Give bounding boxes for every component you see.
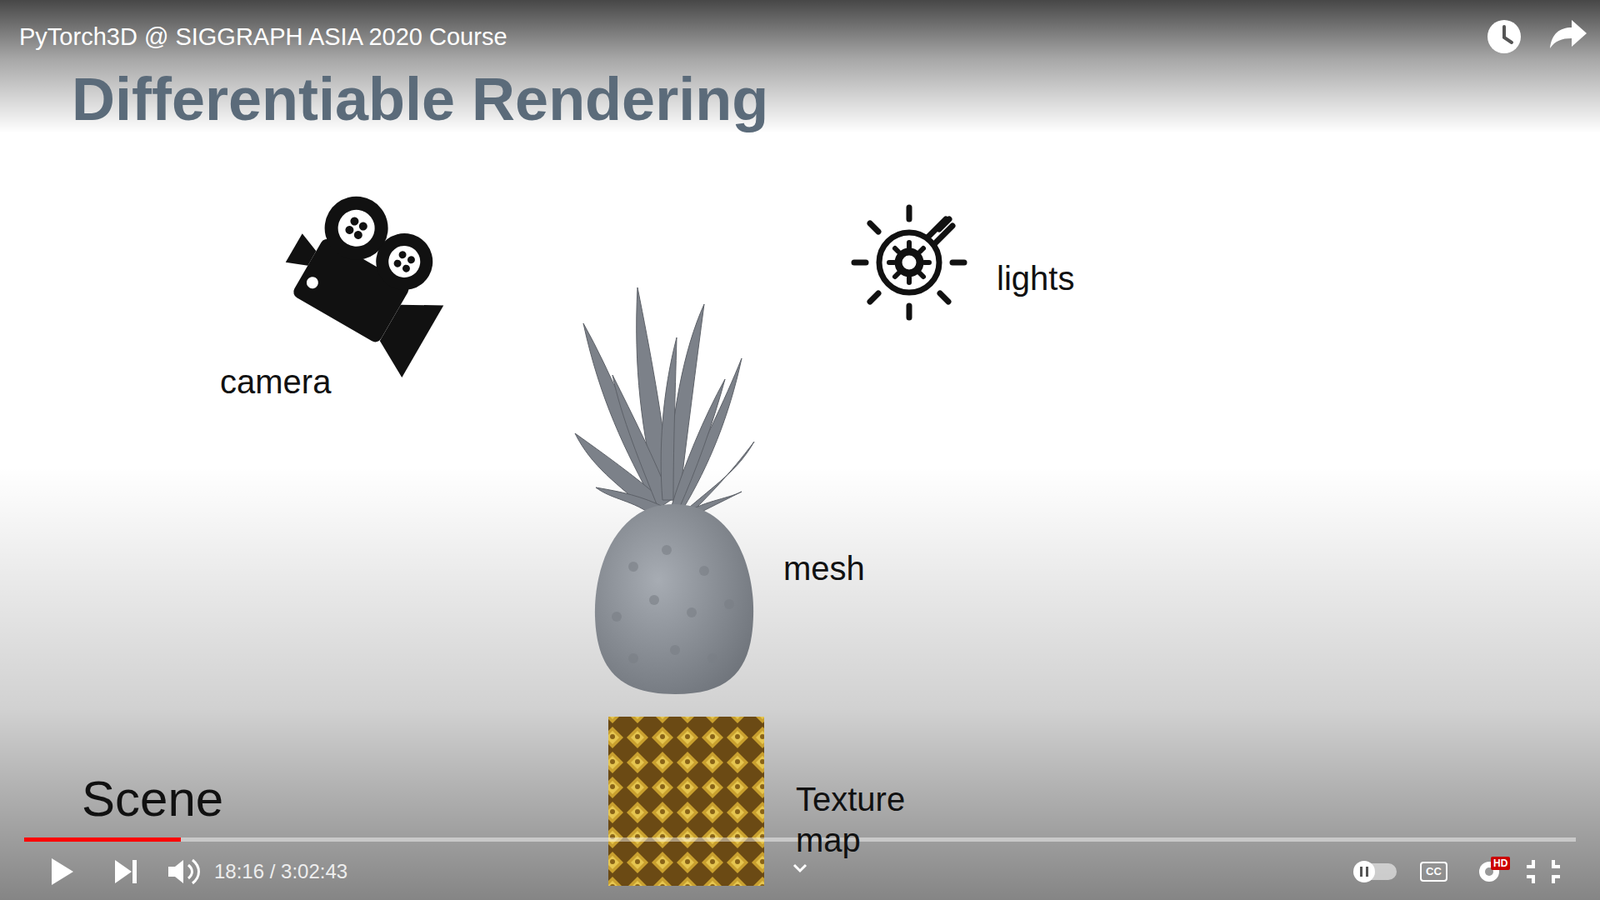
light-icon-part [906,207,913,220]
camera-icon-part [344,224,356,236]
camera-icon-part [285,233,321,273]
light-icon-part-part [895,273,899,277]
player-controls-part [1360,866,1363,877]
light-icon-part-part [889,260,895,265]
pineapple-mesh-part [611,545,735,664]
top-right-icons-part [1487,20,1521,54]
top-right-icons-part [1550,20,1587,49]
pineapple-mesh-part-part [611,611,622,622]
pineapple-mesh-part-part [628,561,639,572]
camera-icon-part [349,215,361,228]
pineapple-mesh-part [595,504,754,695]
texture-label: Texture map [795,779,938,861]
light-icon-part-part [920,273,924,277]
player-controls-part [188,860,200,884]
scene-label: Scene [81,770,224,828]
pineapple-mesh-part-part [628,653,639,664]
camera-icon-part [357,220,370,233]
cc-button: CC [1420,861,1448,882]
hd-badge: HD [1490,856,1510,870]
player-controls-part [1526,860,1560,884]
slide-title: Differentiable Rendering [71,65,769,134]
camera-icon-part [400,263,411,274]
pineapple-mesh-part-part [699,565,710,576]
player-controls-part [51,858,74,885]
camera-icon-part [365,223,444,301]
progress-bar-part [24,837,181,842]
camera-icon-part [392,258,403,269]
player-controls-part [132,860,137,884]
light-icon-part [927,219,953,245]
camera-icon [265,178,472,378]
light-icon-part [906,305,913,318]
camera-icon-part [331,203,382,254]
video-title: PyTorch3D @ SIGGRAPH ASIA 2020 Course [19,23,508,51]
camera-icon-part [397,250,408,260]
light-icon-part [870,223,879,232]
pineapple-mesh-part-part [724,599,735,610]
pineapple-mesh-part-part [686,607,697,618]
pineapple-mesh-part-part [670,379,725,509]
light-icon-part [879,232,940,293]
lights-label: lights [996,260,1075,298]
player-controls-part [1365,866,1369,877]
player-controls [51,858,1560,885]
pineapple-mesh [575,287,755,695]
player-controls-part [115,860,132,884]
camera-icon-part [304,275,320,291]
light-icon-part [854,260,866,266]
player-controls-part [1353,860,1375,883]
light-icon-part-part [895,248,899,252]
pineapple-mesh-part-part [649,595,660,605]
texture-map-image [608,716,765,886]
time-display: 18:16 / 3:02:43 [214,860,348,884]
light-icon-part [952,260,965,266]
pineapple-mesh-part-part [660,337,677,500]
light-icon-part [889,242,930,283]
player-controls-part [794,865,806,871]
light-icon-part [870,293,879,302]
light-icon [854,207,965,318]
light-icon-part-part [920,248,924,252]
light-icon-part [940,293,949,302]
camera-icon-part [405,255,416,265]
pineapple-mesh-part-part [707,653,718,664]
pineapple-mesh-part-part [661,545,672,555]
camera-label: camera [220,363,331,401]
light-icon-part-part [924,260,930,265]
light-icon-part-part [906,242,912,248]
mesh-label: mesh [783,550,865,588]
player-controls-part [168,860,184,884]
top-right-icons-part [1504,26,1512,43]
camera-icon-part [382,240,426,284]
camera-icon-part [369,286,444,378]
pineapple-mesh-part [575,287,755,521]
pineapple-mesh-part-part [670,645,680,655]
light-icon-part [898,251,920,274]
top-right-icons [1487,20,1587,54]
camera-icon-part [352,229,365,241]
light-icon-part-part [906,277,912,283]
